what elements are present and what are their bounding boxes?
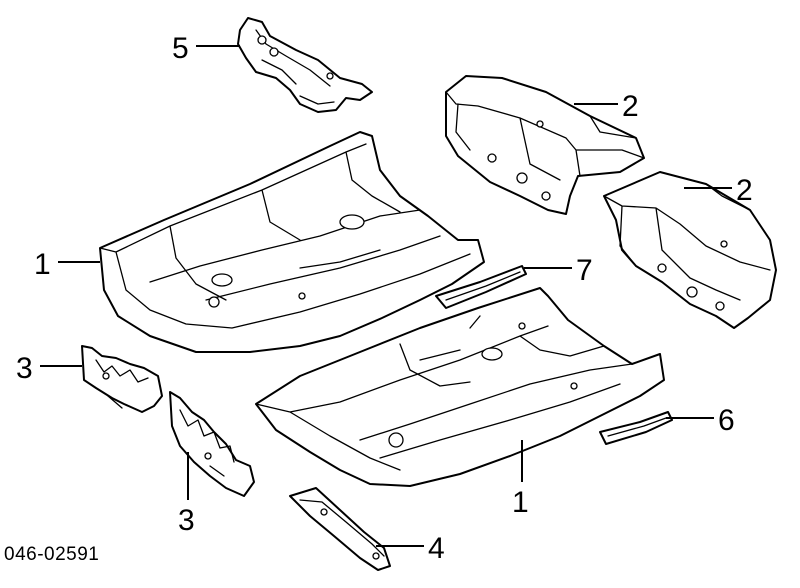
part-5-bracket xyxy=(237,17,373,113)
part-3-lower-brace xyxy=(169,391,255,497)
callout-3-lower: 3 xyxy=(178,504,195,537)
part-3-upper-brace xyxy=(81,345,163,413)
callout-3-upper: 3 xyxy=(16,352,33,385)
part-1-lower-floor-pan xyxy=(255,287,665,487)
catalog-number: 046-02591 xyxy=(4,544,99,565)
callout-6: 6 xyxy=(718,404,735,437)
part-4-bracket xyxy=(289,487,391,571)
part-2-upper-rail xyxy=(445,75,645,215)
part-6-bar xyxy=(599,411,673,445)
callout-5: 5 xyxy=(172,32,189,65)
leader-lines xyxy=(40,45,732,547)
callout-2-lower: 2 xyxy=(736,174,753,207)
callout-1-lower: 1 xyxy=(512,486,529,519)
part-2-lower-rail xyxy=(603,171,777,329)
part-1-upper-floor-pan xyxy=(99,131,485,353)
callout-4: 4 xyxy=(428,532,445,565)
part-7-crossmember xyxy=(435,265,527,309)
callout-1-upper: 1 xyxy=(34,248,51,281)
callout-7: 7 xyxy=(576,254,593,287)
callout-2-upper: 2 xyxy=(622,90,639,123)
